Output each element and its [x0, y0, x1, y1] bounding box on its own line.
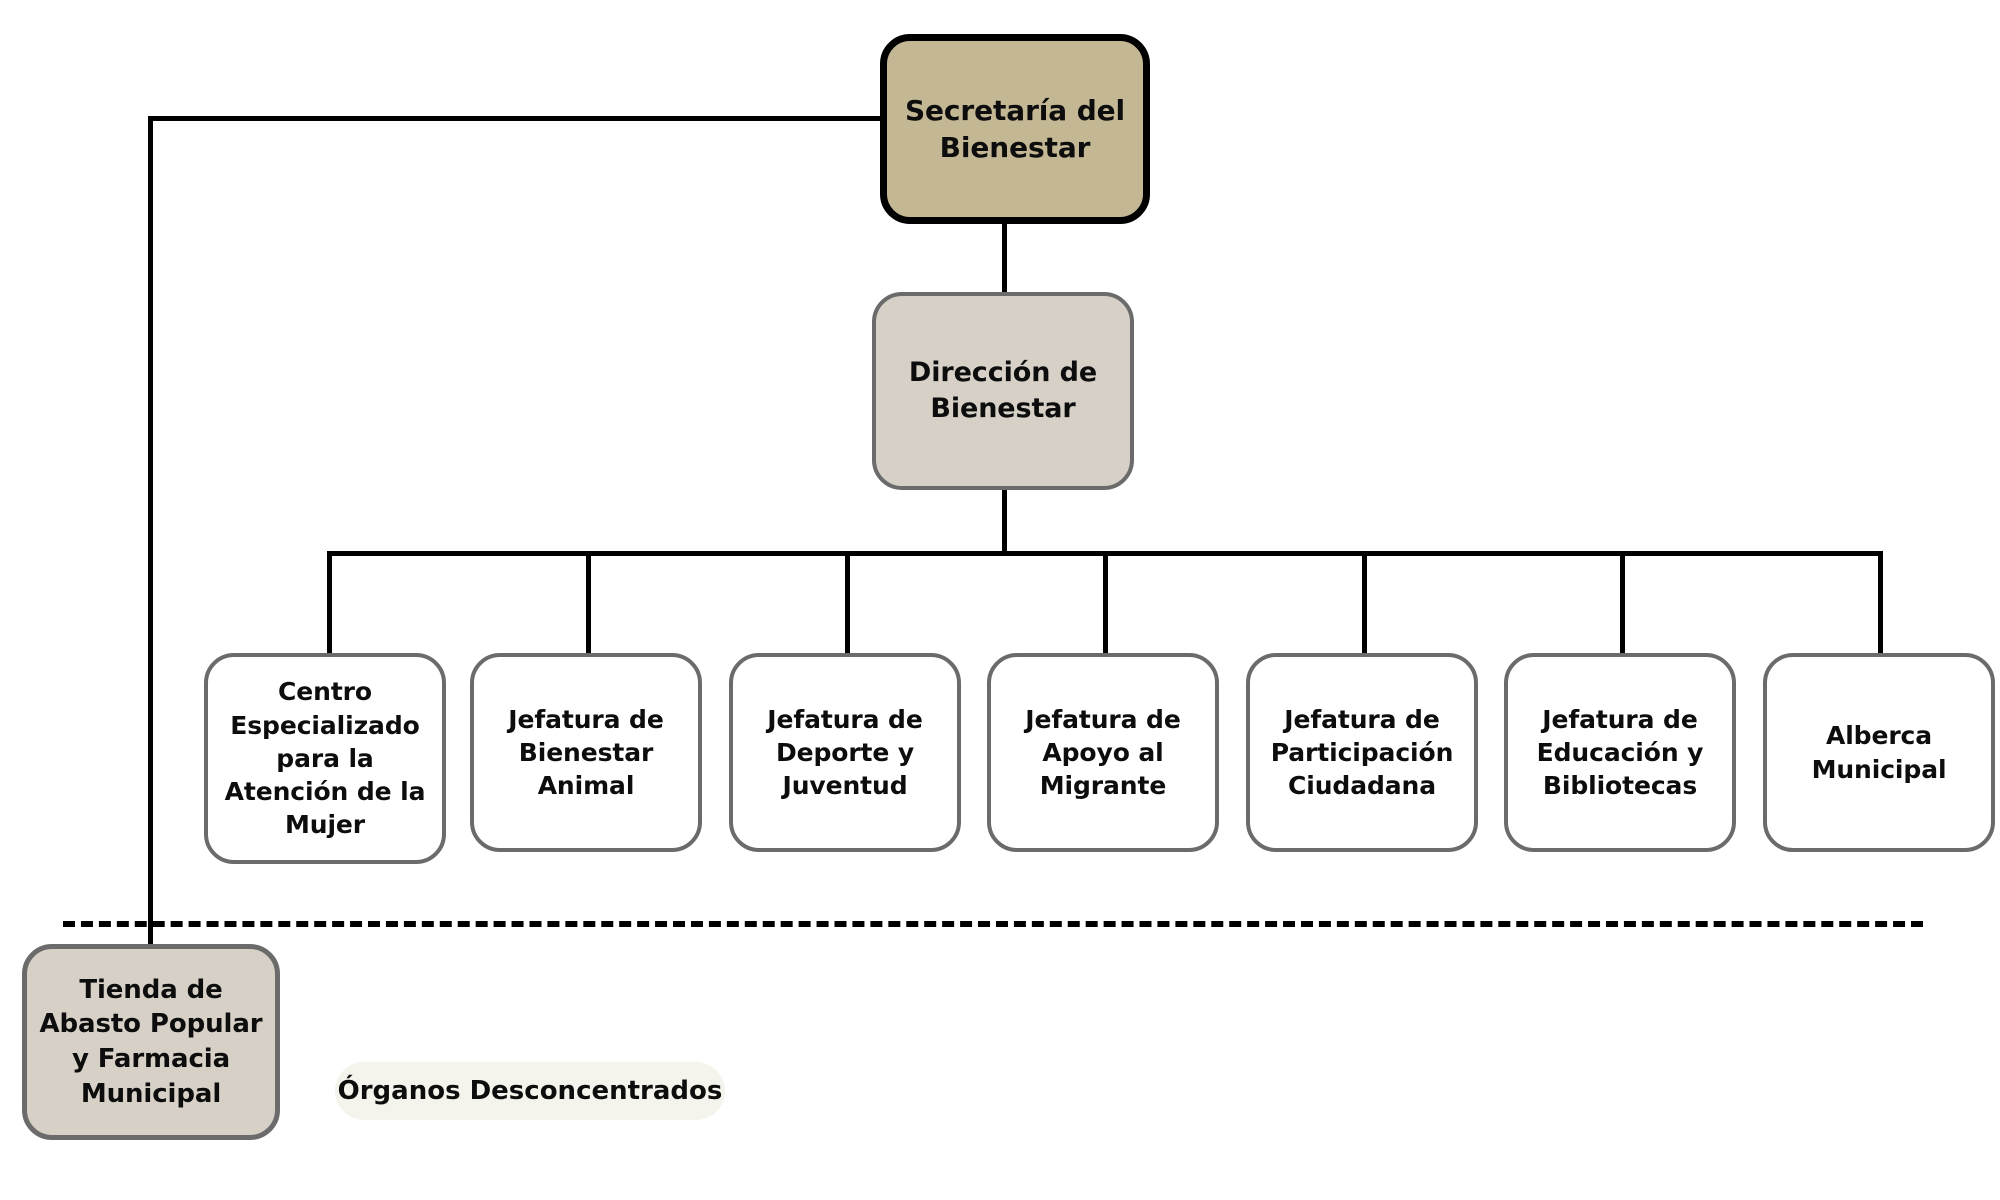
node-direccion-de-bienestar[interactable]: Dirección de Bienestar: [872, 292, 1134, 490]
node-jefatura-bienestar-animal[interactable]: Jefatura de Bienestar Animal: [470, 653, 702, 852]
connector-root-to-direccion: [1002, 222, 1007, 296]
node-tienda-abasto-farmacia-municipal[interactable]: Tienda de Abasto Popular y Farmacia Muni…: [22, 944, 280, 1140]
desconcentrados-divider: [63, 921, 1923, 927]
connector-direccion-to-bus: [1002, 488, 1007, 556]
node-jefatura-apoyo-migrante[interactable]: Jefatura de Apoyo al Migrante: [987, 653, 1219, 852]
leaf-drop-2: [586, 551, 591, 655]
leaf-drop-6: [1620, 551, 1625, 655]
leaf-drop-4: [1103, 551, 1108, 655]
leaf-drop-1: [327, 551, 332, 655]
connector-root-to-desconcentrado-vertical: [148, 116, 153, 948]
leaf-drop-3: [845, 551, 850, 655]
connector-root-to-desconcentrado-horizontal: [148, 116, 882, 121]
node-alberca-municipal[interactable]: Alberca Municipal: [1763, 653, 1995, 852]
node-jefatura-participacion-ciudadana[interactable]: Jefatura de Participación Ciudadana: [1246, 653, 1478, 852]
node-centro-especializado-mujer[interactable]: Centro Especializado para la Atención de…: [204, 653, 446, 864]
leaf-drop-7: [1878, 551, 1883, 655]
legend-organos-desconcentrados: Órganos Desconcentrados: [335, 1062, 725, 1120]
node-secretaria-del-bienestar[interactable]: Secretaría del Bienestar: [880, 34, 1150, 224]
node-jefatura-deporte-juventud[interactable]: Jefatura de Deporte y Juventud: [729, 653, 961, 852]
node-jefatura-educacion-bibliotecas[interactable]: Jefatura de Educación y Bibliotecas: [1504, 653, 1736, 852]
leaf-drop-5: [1362, 551, 1367, 655]
